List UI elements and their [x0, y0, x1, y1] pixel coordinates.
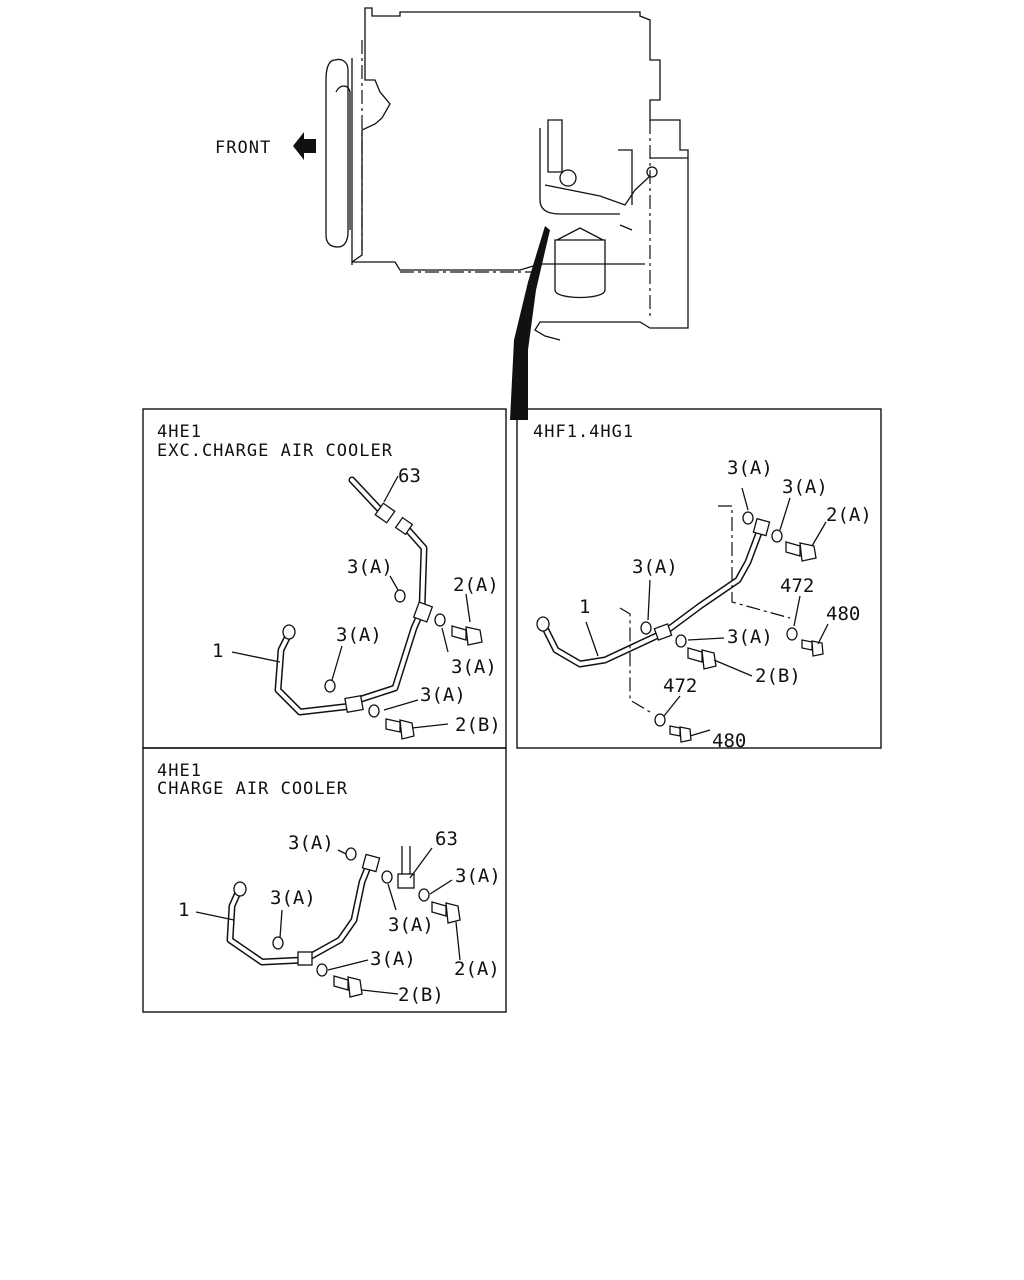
callout-3a: 3(A): [347, 556, 393, 578]
callout-2a: 2(A): [826, 504, 872, 526]
callout-3a: 3(A): [451, 656, 497, 678]
panel-4hf1-4hg1: 4HF1.4HG1: [516, 408, 882, 752]
callout-3a: 3(A): [782, 476, 828, 498]
callout-2a: 2(A): [454, 958, 500, 980]
callout-1: 1: [178, 899, 189, 921]
panel-c-title-line2: CHARGE AIR COOLER: [157, 779, 348, 799]
front-arrow-icon: [293, 132, 316, 160]
panel-4he1-exc-charge-air-cooler: 4HE1 EXC.CHARGE AIR COOLER 63: [142, 408, 507, 749]
callout-1: 1: [579, 596, 590, 618]
callout-480: 480: [712, 730, 746, 752]
callout-2b: 2(B): [398, 984, 444, 1006]
callout-480: 480: [826, 603, 860, 625]
callout-3a: 3(A): [632, 556, 678, 578]
callout-3a: 3(A): [420, 684, 466, 706]
callout-3a: 3(A): [388, 914, 434, 936]
callout-63: 63: [435, 828, 458, 850]
panel-a-title-line1: 4HE1: [157, 422, 202, 442]
callout-472: 472: [780, 575, 814, 597]
callout-1: 1: [212, 640, 223, 662]
panel-b-title-line1: 4HF1.4HG1: [533, 422, 634, 442]
panel-c-title-line1: 4HE1: [157, 761, 202, 781]
callout-3a: 3(A): [370, 948, 416, 970]
callout-3a: 3(A): [455, 865, 501, 887]
callout-3a: 3(A): [336, 624, 382, 646]
panel-4he1-charge-air-cooler: 4HE1 CHARGE AIR COOLER 3(A): [142, 747, 507, 1013]
callout-2b: 2(B): [455, 714, 501, 736]
callout-2a: 2(A): [453, 574, 499, 596]
panel-a-title-line2: EXC.CHARGE AIR COOLER: [157, 441, 393, 461]
callout-63: 63: [398, 465, 421, 487]
callout-3a: 3(A): [288, 832, 334, 854]
callout-2b: 2(B): [755, 665, 801, 687]
callout-3a: 3(A): [727, 626, 773, 648]
callout-3a: 3(A): [727, 457, 773, 479]
front-label: FRONT: [215, 138, 271, 158]
callout-3a: 3(A): [270, 887, 316, 909]
engine-overview: FRONT: [215, 7, 689, 420]
callout-472: 472: [663, 675, 697, 697]
